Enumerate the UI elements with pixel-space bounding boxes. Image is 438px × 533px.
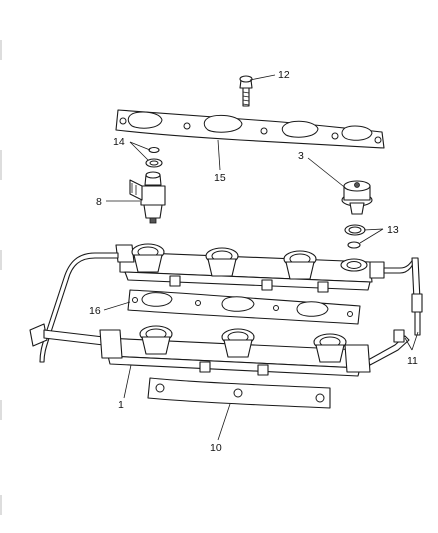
callout-3: 3: [298, 150, 304, 162]
callout-10: 10: [210, 442, 222, 454]
o-rings-14: [145, 146, 163, 168]
upper-fuel-rail: [115, 243, 385, 293]
callout-8: 8: [96, 196, 102, 208]
callout-13: 13: [387, 224, 399, 236]
upper-gasket-15: [115, 109, 385, 149]
callout-12: 12: [278, 69, 290, 81]
lower-fuel-rail-1: [99, 325, 371, 377]
pressure-regulator-3: [341, 180, 373, 215]
fuel-lines-11: [29, 252, 423, 366]
middle-gasket-16: [127, 289, 361, 325]
spacer-10: [147, 377, 331, 409]
leader-lines: [103, 74, 419, 441]
callout-14: 14: [113, 136, 125, 148]
callout-15: 15: [214, 172, 226, 184]
bolt-12: [239, 75, 253, 107]
callout-16: 16: [89, 305, 101, 317]
callout-1: 1: [118, 399, 124, 411]
callout-11: 11: [407, 355, 418, 367]
injector-8: [129, 171, 166, 224]
seals-13: [344, 224, 366, 249]
